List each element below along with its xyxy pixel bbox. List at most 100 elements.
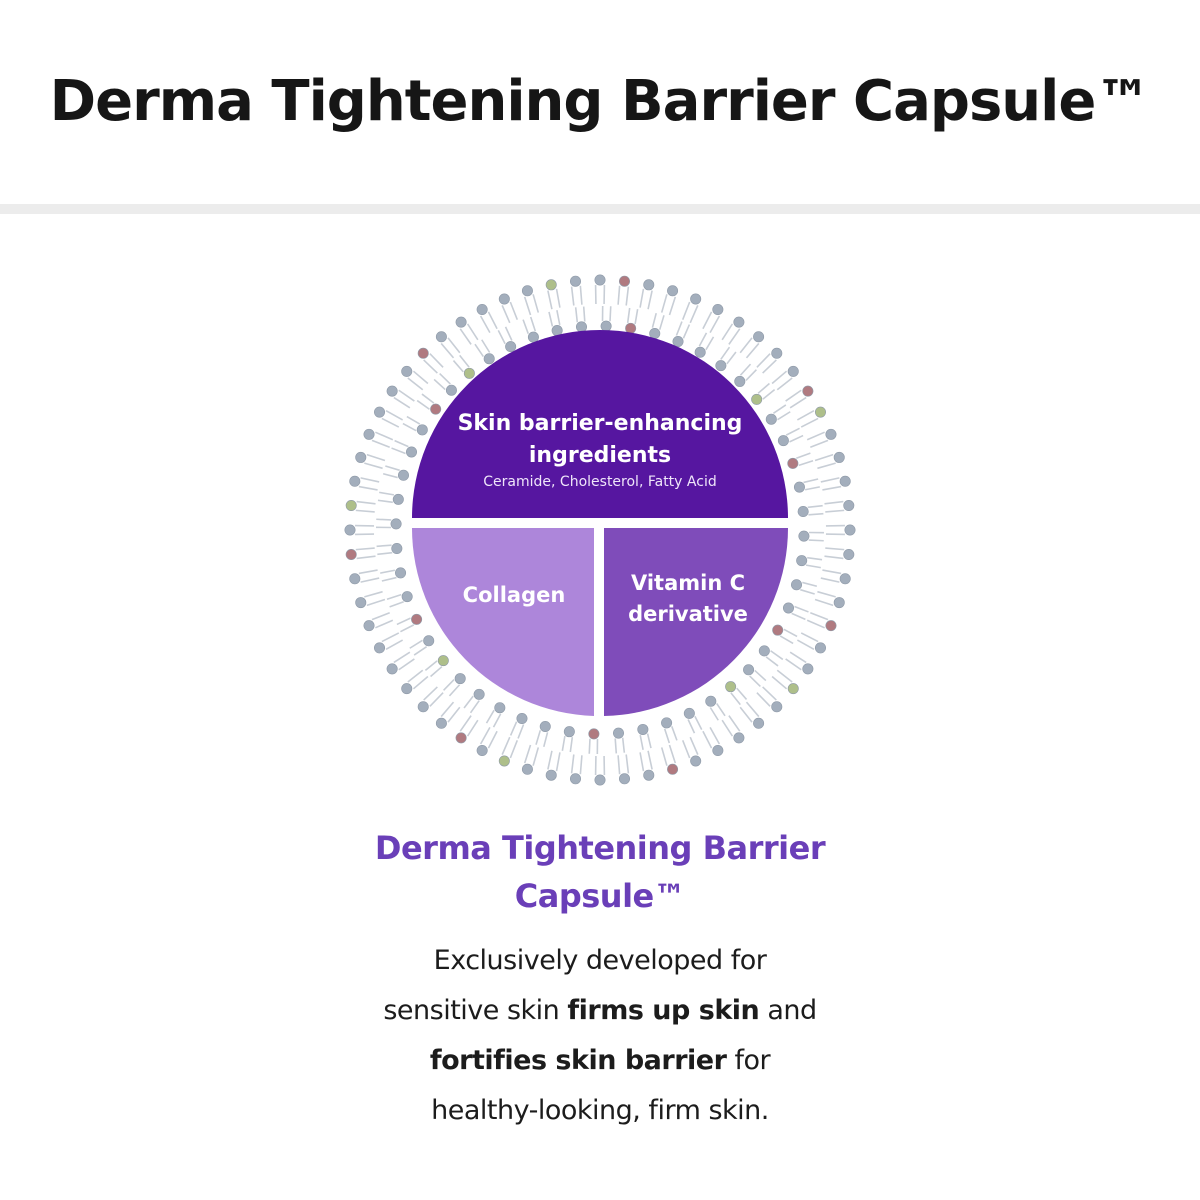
lipid-head (690, 293, 702, 305)
lipid-tail (409, 639, 423, 649)
lipid-tail (776, 377, 793, 391)
lipid-head (516, 712, 528, 724)
lipid-head (476, 744, 488, 756)
lipid-membrane (344, 274, 856, 786)
lipid-head (539, 721, 551, 733)
lipid-tail (466, 719, 479, 737)
lipid-tail (385, 465, 400, 472)
lipid-tail (532, 747, 540, 766)
lipid-head (796, 555, 808, 567)
lipid-head (569, 773, 581, 785)
lipid-head (349, 475, 361, 487)
lipid-tail (398, 389, 415, 402)
lipid-tail (671, 726, 678, 741)
lipid-tail (459, 715, 472, 732)
lipid-tail (385, 639, 404, 651)
lipid-head (345, 499, 357, 511)
lipid-head (694, 346, 706, 358)
lipid-tail (433, 378, 446, 391)
desc-line2-post: and (759, 995, 817, 1026)
lipid-tail (371, 439, 390, 449)
lipid-head (392, 493, 404, 505)
lipid-tail (681, 301, 691, 320)
lipid-head (667, 763, 679, 775)
lipid-tail (621, 737, 626, 753)
lipid-head (355, 597, 367, 609)
lipid-tail (423, 686, 438, 701)
lipid-tail (459, 354, 470, 368)
lipid-head (437, 655, 449, 667)
lipid-head (672, 336, 684, 348)
lipid-head (363, 428, 375, 440)
top-segment-label: Skin barrier-enhancing ingredients (457, 411, 743, 468)
lipid-tail (479, 315, 491, 334)
desc-line3-bold: fortifies skin barrier (429, 1045, 727, 1076)
lipid-tail (448, 684, 461, 697)
lipid-head (758, 645, 770, 657)
lipid-tail (702, 311, 713, 330)
lipid-tail (796, 639, 815, 651)
lipid-head (772, 624, 784, 636)
lipid-head (527, 331, 539, 343)
lipid-tail (504, 326, 513, 341)
lipid-head (814, 406, 826, 418)
lipid-head (355, 451, 367, 463)
lipid-head (637, 723, 649, 735)
lipid-tail (800, 417, 819, 428)
lipid-tail (689, 305, 699, 324)
lipid-head (787, 683, 799, 695)
lipid-head (411, 613, 423, 625)
lipid-tail (820, 477, 840, 483)
lipid-tail (355, 547, 375, 551)
lipid-tail (364, 590, 383, 598)
lipid-tail (675, 321, 683, 336)
lipid-tail (785, 658, 802, 671)
lipid-tail (389, 601, 404, 608)
lipid-tail (808, 539, 824, 542)
lipid-head (619, 275, 631, 287)
lipid-head (401, 683, 413, 695)
lipid-tail (668, 296, 677, 316)
lipid-tail (487, 311, 498, 330)
lipid-tail (800, 632, 819, 643)
lipid-tail (720, 346, 731, 360)
lipid-tail (762, 389, 776, 400)
lipid-tail (481, 339, 491, 353)
lipid-head (391, 543, 403, 555)
lipid-head (797, 505, 809, 517)
lipid-tail (660, 747, 668, 766)
lipid-head (833, 451, 845, 463)
lipid-head (417, 701, 429, 713)
lipid-tail (548, 311, 554, 327)
lipid-tail (569, 737, 574, 753)
lipid-tail (487, 730, 498, 749)
desc-line4: healthy-looking, firm skin. (431, 1095, 769, 1126)
lipid-head (569, 275, 581, 287)
lipid-tail (789, 396, 807, 409)
lipid-tail (739, 337, 753, 354)
lipid-head (793, 481, 805, 493)
lipid-tail (376, 544, 392, 548)
lipid-head (782, 602, 794, 614)
lipid-tail (555, 288, 561, 308)
lipid-tail (754, 669, 767, 682)
lipid-tail (609, 306, 612, 322)
lipid-tail (803, 478, 819, 484)
lipid-tail (789, 434, 804, 443)
lipid-head (498, 755, 510, 767)
lipid-tail (798, 459, 814, 467)
lipid-tail (772, 404, 787, 415)
lipid-tail (543, 732, 549, 748)
lipid-head (825, 620, 837, 632)
left-segment-label: Collagen (462, 583, 566, 607)
lipid-tail (705, 336, 715, 351)
lipid-tail (765, 656, 779, 667)
lipid-head (715, 360, 727, 372)
lipid-tail (393, 396, 411, 409)
lipid-head (463, 367, 475, 379)
lipid-tail (463, 695, 474, 709)
lipid-tail (485, 709, 495, 724)
lipid-head (843, 499, 855, 511)
lipid-tail (588, 738, 591, 754)
capsule-diagram: Skin barrier-enhancing ingredients Ceram… (340, 270, 860, 790)
